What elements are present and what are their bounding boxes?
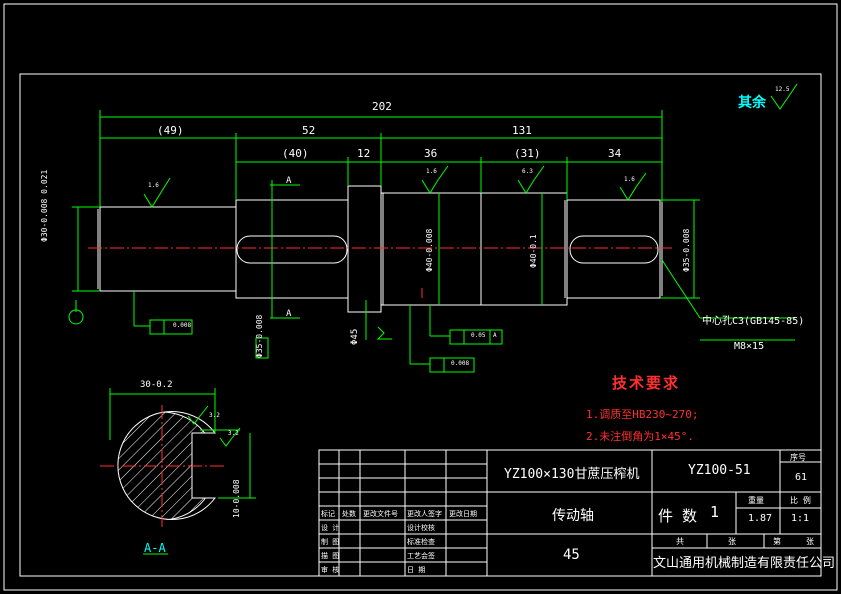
- dim-52: 52: [302, 124, 316, 137]
- sheet-current-label: 第: [773, 537, 781, 546]
- scale-label: 比 例: [790, 496, 811, 505]
- part-name: 传动轴: [552, 508, 594, 524]
- role-date: 日 期: [407, 566, 426, 574]
- dia-right: Φ35-0.008: [682, 228, 691, 272]
- rev-header-doc: 更改文件号: [363, 510, 398, 518]
- rev-header-count: 处数: [342, 510, 356, 518]
- rev-header-sign: 更改人签字: [407, 510, 442, 518]
- material: 45: [563, 547, 580, 563]
- dia-mid: Φ40-0.008: [425, 228, 434, 272]
- dim-131: 131: [512, 124, 532, 137]
- role-process: 工艺会签: [407, 552, 435, 560]
- rough-32-a: 3.2: [209, 412, 220, 419]
- company-name: 文山通用机械制造有限责任公司: [653, 556, 836, 571]
- center-hole-note: 中心孔C3(GB145-85): [702, 316, 805, 327]
- role-std-check: 标准检查: [407, 538, 435, 546]
- section-depth: 10-0.008: [232, 479, 241, 518]
- drawing-number: YZ100-51: [688, 463, 751, 478]
- role-review: 审 核: [321, 566, 340, 574]
- dia-keyseat: Φ35-0.008: [255, 314, 264, 358]
- dia-right-mid: Φ40-0.1: [529, 234, 538, 268]
- weight-label: 重量: [748, 496, 764, 505]
- sheet-current-unit: 张: [806, 537, 814, 546]
- weight-value: 1.87: [748, 513, 773, 524]
- section-view: [100, 388, 256, 555]
- rough-rest: 12.5: [775, 86, 790, 93]
- tol-runout-2: 0.008: [451, 360, 470, 367]
- product-name: YZ100×130甘蔗压榨机: [504, 467, 640, 482]
- section-width: 30-0.2: [140, 380, 173, 390]
- rest-label: 其余: [738, 95, 766, 111]
- dim-12: 12: [357, 147, 371, 160]
- tol-runout-1: 0.008: [173, 322, 192, 329]
- shaft-outline: [97, 185, 663, 313]
- tech-title: 技术要求: [612, 374, 681, 392]
- dim-40: (40): [282, 147, 309, 160]
- dim-36: 36: [424, 147, 438, 160]
- dim-34: 34: [608, 147, 622, 160]
- dimension-lines: [68, 83, 798, 373]
- seq-value: 61: [795, 472, 808, 483]
- rough-16-a: 1.6: [148, 182, 159, 189]
- qty-label: 件 数: [658, 507, 698, 525]
- seq-label: 序号: [790, 453, 806, 462]
- datum-a: A: [493, 332, 497, 339]
- role-design-check: 设计校核: [407, 524, 435, 532]
- section-label: A-A: [144, 541, 166, 555]
- rough-63: 6.3: [522, 168, 533, 175]
- title-block-lines: [318, 449, 822, 577]
- rough-16-b: 1.6: [426, 168, 437, 175]
- dim-overall: 202: [372, 100, 392, 113]
- qty-value: 1: [710, 503, 720, 521]
- tech-note-1: 1.调质至HB230~270;: [586, 408, 699, 421]
- rough-16-c: 1.6: [624, 176, 635, 183]
- rough-32-b: 3.2: [228, 430, 239, 437]
- dia-collar: Φ45: [350, 328, 360, 345]
- scale-value: 1:1: [791, 513, 810, 524]
- role-draw: 制 图: [321, 538, 340, 546]
- sheet-total-label: 共: [676, 537, 684, 546]
- section-mark-top: A: [286, 176, 292, 186]
- dim-31: (31): [514, 147, 541, 160]
- role-design: 设 计: [321, 524, 340, 532]
- tech-note-2: 2.未注倒角为1×45°.: [586, 430, 694, 443]
- rev-header-mark: 标记: [321, 510, 335, 518]
- outer-frame: [3, 3, 838, 591]
- sheet-total-unit: 张: [728, 537, 736, 546]
- section-mark-bottom: A: [286, 309, 292, 319]
- thread-note: M8×15: [734, 341, 765, 352]
- dim-49: (49): [157, 124, 184, 137]
- tol-concentric: 0.05: [471, 332, 486, 339]
- rev-header-date: 更改日期: [449, 510, 477, 518]
- dia-left: Φ30-0.008 0.021: [40, 169, 49, 242]
- role-trace: 描 图: [321, 552, 340, 560]
